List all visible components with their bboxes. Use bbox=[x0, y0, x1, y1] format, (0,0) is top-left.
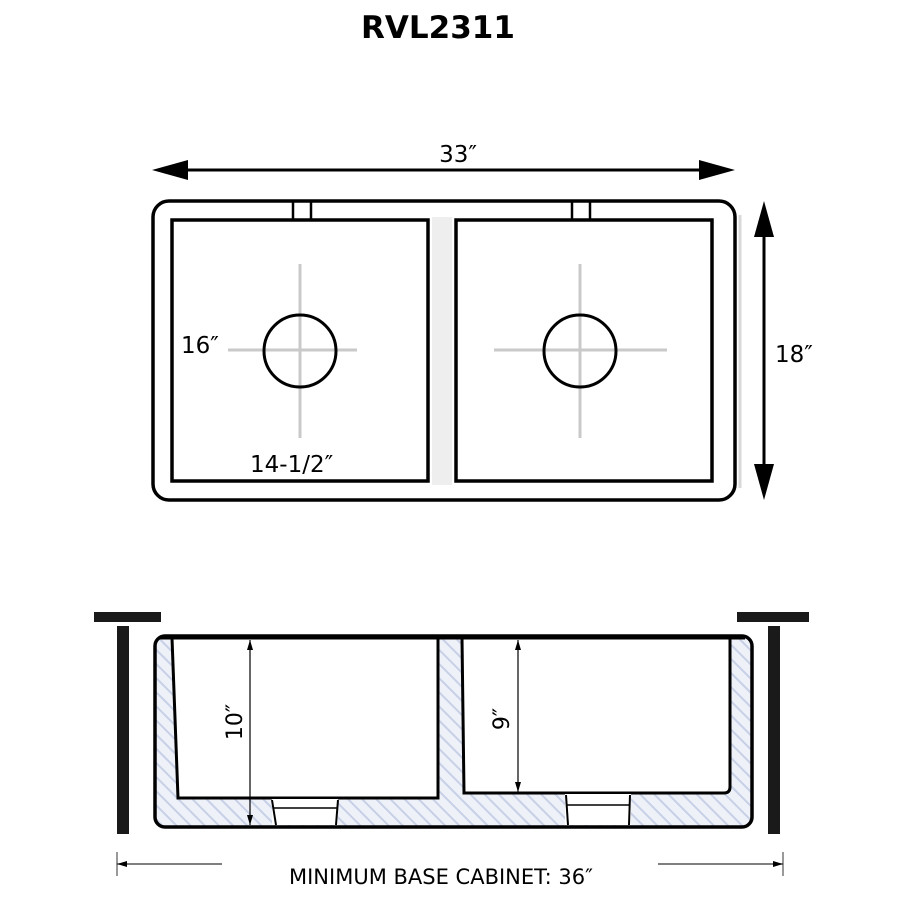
overall-width-label: 33″ bbox=[439, 142, 477, 168]
overall-depth-label: 18″ bbox=[775, 342, 813, 368]
right-bowl-cavity bbox=[460, 636, 732, 795]
depth-dimension-arrow bbox=[754, 201, 774, 500]
right-drain-icon bbox=[494, 264, 667, 438]
right-countertop bbox=[737, 612, 809, 834]
section-view: 10″ 9″ MINIMUM BASE CABINET: 36″ bbox=[94, 612, 809, 889]
right-bowl-depth-arrow bbox=[515, 640, 521, 792]
sink-outer-rim bbox=[151, 199, 737, 502]
minimum-cabinet-label: MINIMUM BASE CABINET: 36″ bbox=[289, 865, 593, 889]
left-bowl bbox=[170, 218, 430, 483]
top-view: 33″ 16″ bbox=[151, 142, 813, 502]
cabinet-width-arrow bbox=[116, 852, 784, 876]
right-drain-section bbox=[565, 794, 631, 826]
center-divider bbox=[432, 217, 452, 485]
bowl-width-label: 14-1/2″ bbox=[250, 452, 334, 478]
width-dimension-arrow bbox=[152, 160, 735, 180]
left-bowl-depth-label: 10″ bbox=[223, 704, 248, 740]
model-title: RVL2311 bbox=[361, 10, 515, 46]
right-bowl-depth-label: 9″ bbox=[490, 708, 515, 730]
left-bowl-cavity bbox=[170, 636, 440, 800]
left-countertop bbox=[94, 612, 161, 834]
left-faucet-tab bbox=[291, 201, 313, 220]
left-drain-icon bbox=[228, 264, 357, 438]
left-bowl-depth-arrow bbox=[247, 640, 253, 825]
bowl-depth-label: 16″ bbox=[181, 333, 219, 359]
left-drain-section bbox=[271, 799, 339, 826]
right-bowl bbox=[454, 218, 714, 483]
right-faucet-tab bbox=[570, 201, 592, 220]
